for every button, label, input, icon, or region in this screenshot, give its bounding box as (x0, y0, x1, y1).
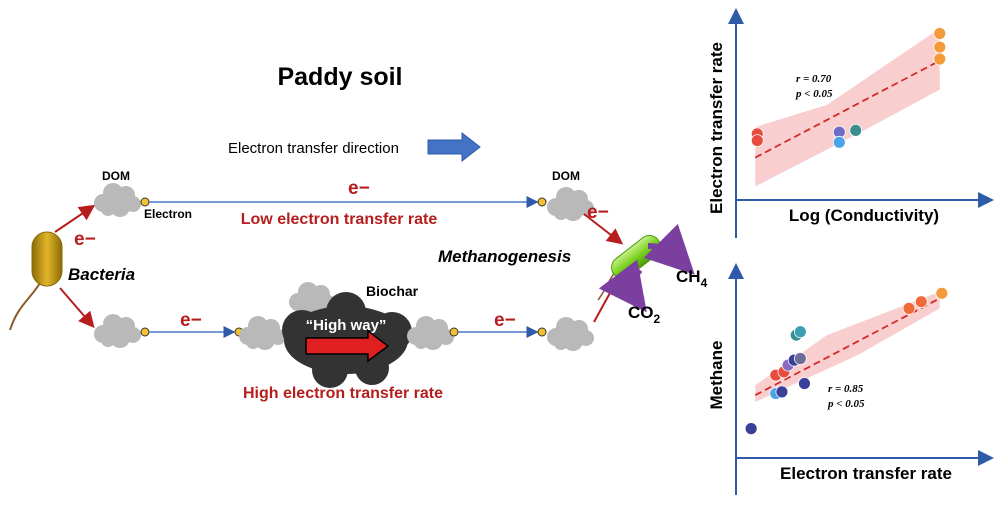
data-point (744, 422, 758, 436)
confidence-band (755, 28, 940, 187)
data-point (775, 385, 789, 399)
biochar-label: Biochar (366, 283, 419, 299)
data-point (914, 295, 928, 309)
eminus-lower-2: e− (494, 310, 516, 331)
r-value: r = 0.85 (828, 383, 864, 395)
methanogenesis-label: Methanogenesis (438, 247, 571, 266)
co2-label: CO2 (628, 303, 661, 326)
x-axis-label: Electron transfer rate (780, 464, 952, 483)
electron-node (140, 197, 150, 207)
dom-cloud (407, 316, 454, 350)
dom-label-right: DOM (552, 169, 580, 183)
page-title: Paddy soil (277, 63, 402, 91)
data-point (832, 135, 846, 149)
methane-scatter-chart: Methane Electron transfer rate r = 0.85 … (707, 263, 994, 495)
dom-to-methanogen-arrow (583, 213, 624, 245)
trend-line (754, 297, 941, 397)
x-axis-label: Log (Conductivity) (789, 206, 939, 225)
y-axis-label: Electron transfer rate (707, 42, 726, 214)
data-point (933, 52, 947, 66)
bacteria-label: Bacteria (68, 265, 135, 284)
low-rate-label: Low electron transfer rate (241, 211, 438, 228)
data-point (793, 325, 807, 339)
data-point (935, 286, 949, 300)
direction-arrow (427, 131, 481, 163)
co2-arrow (598, 259, 647, 313)
eminus-upper: e− (348, 178, 370, 199)
eminus-right: e− (587, 202, 609, 223)
direction-label: Electron transfer direction (228, 140, 399, 157)
dom-cloud (94, 183, 141, 217)
dom-cloud (239, 316, 286, 350)
data-point (933, 40, 947, 54)
dom-label-left: DOM (102, 169, 130, 183)
dom-cloud (94, 314, 141, 348)
electron-node (537, 197, 547, 207)
eminus-bacteria: e− (74, 229, 96, 250)
electron-label: Electron (144, 207, 192, 221)
trend-line (754, 59, 941, 159)
r-value: r = 0.70 (796, 73, 832, 85)
ch4-label: CH4 (676, 267, 708, 290)
p-value: p < 0.05 (795, 88, 833, 100)
ch4-arrow (643, 223, 695, 275)
high-way-label: “High way” (306, 317, 387, 334)
data-point (902, 301, 916, 315)
electron-node (537, 327, 547, 337)
y-axis-label: Methane (707, 341, 726, 410)
bacteria-cell (9, 231, 63, 331)
p-value: p < 0.05 (827, 398, 865, 410)
high-way-arrow (305, 329, 390, 363)
eminus-lower-1: e− (180, 310, 202, 331)
conductivity-scatter-chart: Electron transfer rate Log (Conductivity… (707, 8, 994, 238)
data-point (798, 377, 811, 390)
data-point (793, 352, 807, 365)
electron-node (140, 327, 150, 337)
bacteria-upper-arrow (54, 204, 96, 233)
electron-transfer-diagram: Paddy soil Electron transfer direction B… (9, 63, 708, 402)
dom-cloud (547, 317, 594, 351)
electron-node (449, 327, 459, 337)
data-point (849, 123, 863, 137)
bacteria-lower-arrow (59, 287, 95, 329)
data-point (933, 27, 947, 40)
high-rate-label: High electron transfer rate (243, 385, 443, 402)
data-point (750, 134, 764, 148)
